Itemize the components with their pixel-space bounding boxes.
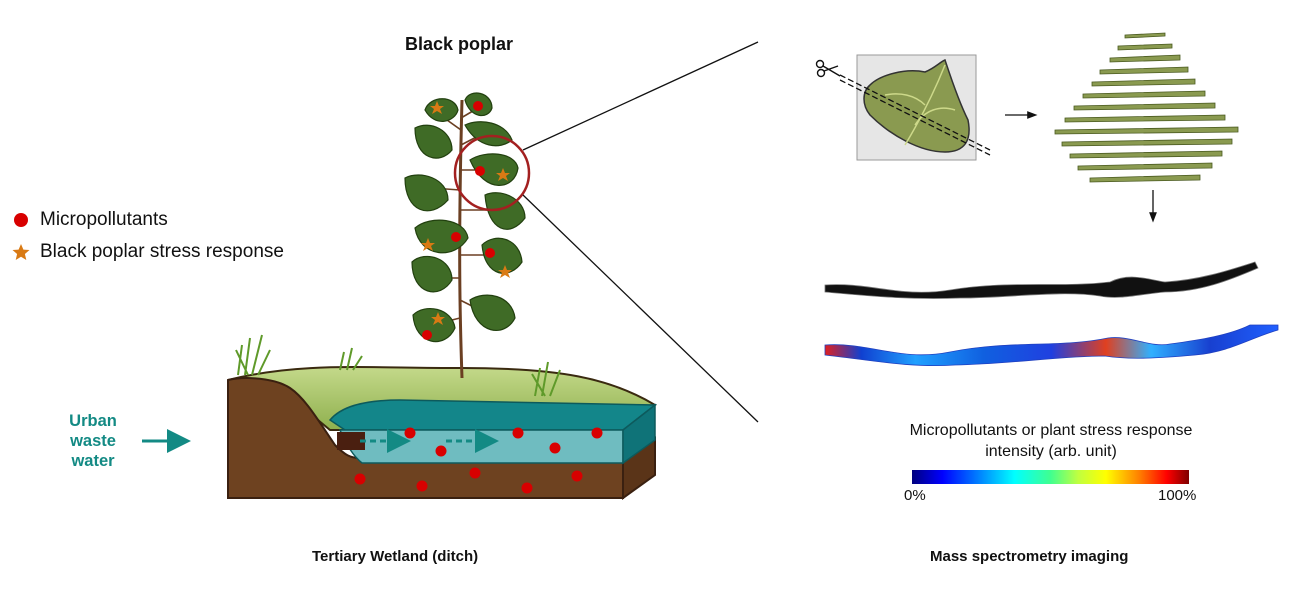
legend-label: Black poplar stress response [40,241,284,262]
zoom-line-bottom [522,194,759,423]
optical-leaf-strip [824,261,1259,299]
legend-label: Micropollutants [40,209,168,230]
leaf-sample-panel [815,54,991,161]
leaf-pollutant-dots [422,101,495,340]
water-front [338,429,624,464]
inflow-line-1: Urban [69,412,117,430]
colorbar-title-1: Micropollutants or plant stress response [909,422,1193,439]
leaf-sample [863,59,970,153]
colorbar-min-label: 0% [904,487,926,504]
tree-title: Black poplar [405,34,514,54]
inlet-pipe [337,432,365,450]
orange-star-icon [12,244,30,260]
colorbar-title-2: intensity (arb. unit) [985,443,1117,460]
colorbar-max-label: 100% [1158,487,1197,504]
leaf-slices [1054,32,1239,183]
wetland-title: Tertiary Wetland (ditch) [312,548,479,565]
red-circle-icon [14,213,28,227]
legend-item-micropollutants: Micropollutants [12,209,168,231]
colorbar [912,470,1189,484]
water-side [622,403,656,465]
water-top [328,399,658,431]
msi-title: Mass spectrometry imaging [930,548,1129,565]
inflow-line-3: water [71,452,115,470]
zoom-line-top [522,41,759,151]
zoom-circle [453,134,531,212]
pollutant-dots [354,427,603,494]
legend-item-stress-response: Black poplar stress response [12,241,284,263]
msi-intensity-strip [824,324,1279,367]
grass-tufts [235,334,561,397]
inflow-label: Urban waste water [58,411,128,471]
leaf-stress-stars [421,101,512,325]
scissors-icon [815,59,841,78]
wetland-block [227,334,658,500]
leaves [404,92,526,343]
black-poplar-tree [404,92,531,379]
inflow-line-2: waste [70,432,116,450]
